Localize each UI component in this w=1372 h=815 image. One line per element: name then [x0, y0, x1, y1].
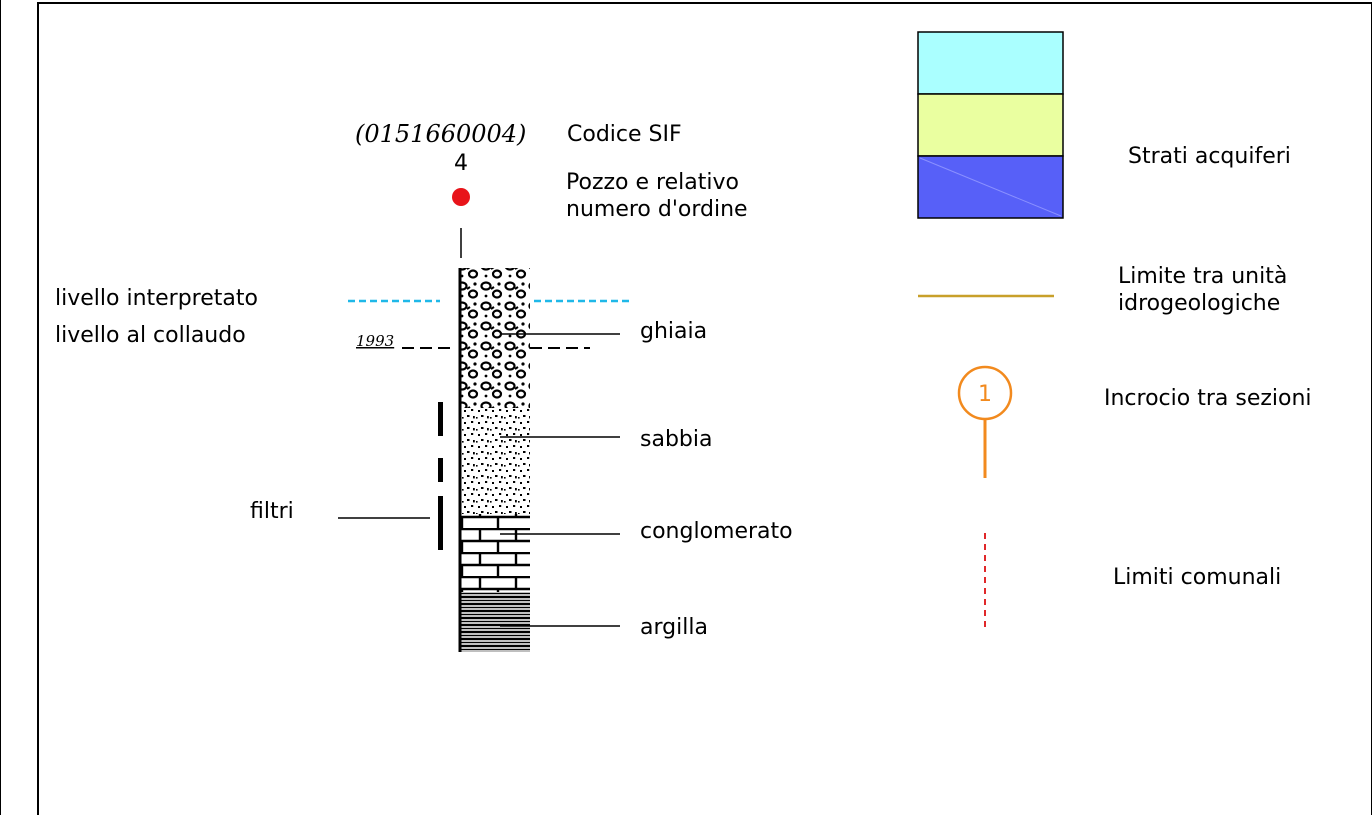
stratigraphic-column — [458, 268, 530, 652]
test-level-label: livello al collaudo — [55, 323, 246, 348]
well-dot-icon — [452, 188, 470, 206]
layer-conglomerate — [460, 514, 530, 592]
aquifers-label: Strati acquiferi — [1128, 144, 1291, 169]
municipal-label: Limiti comunali — [1113, 565, 1281, 590]
filters-marks — [438, 402, 443, 550]
filters-label: filtri — [250, 499, 294, 524]
conglomerate-label: conglomerato — [640, 519, 793, 544]
well-label-line2: numero d'ordine — [566, 197, 748, 222]
layer-sand — [460, 408, 530, 514]
diagram-border — [37, 2, 1372, 815]
well-number: 4 — [454, 151, 468, 176]
section-cross-label: Incrocio tra sezioni — [1104, 386, 1312, 411]
aquifer-swatches — [917, 31, 1064, 219]
sand-label: sabbia — [640, 427, 712, 452]
unit-boundary-label-2: idrogeologiche — [1118, 291, 1280, 316]
aquifer-swatch-1 — [917, 31, 1064, 95]
test-level-year: 1993 — [356, 332, 394, 350]
clay-label: argilla — [640, 615, 708, 640]
unit-boundary-label-1: Limite tra unità — [1118, 264, 1287, 289]
gravel-label: ghiaia — [640, 319, 707, 344]
interpreted-level-label: livello interpretato — [55, 286, 258, 311]
sif-code: (0151660004) — [355, 120, 526, 148]
well-label-line1: Pozzo e relativo — [566, 170, 739, 195]
layer-clay — [460, 592, 530, 652]
aquifer-swatch-2 — [917, 93, 1064, 157]
layer-gravel — [460, 268, 530, 408]
section-cross-number: 1 — [978, 382, 992, 407]
sif-code-label: Codice SIF — [567, 122, 682, 147]
